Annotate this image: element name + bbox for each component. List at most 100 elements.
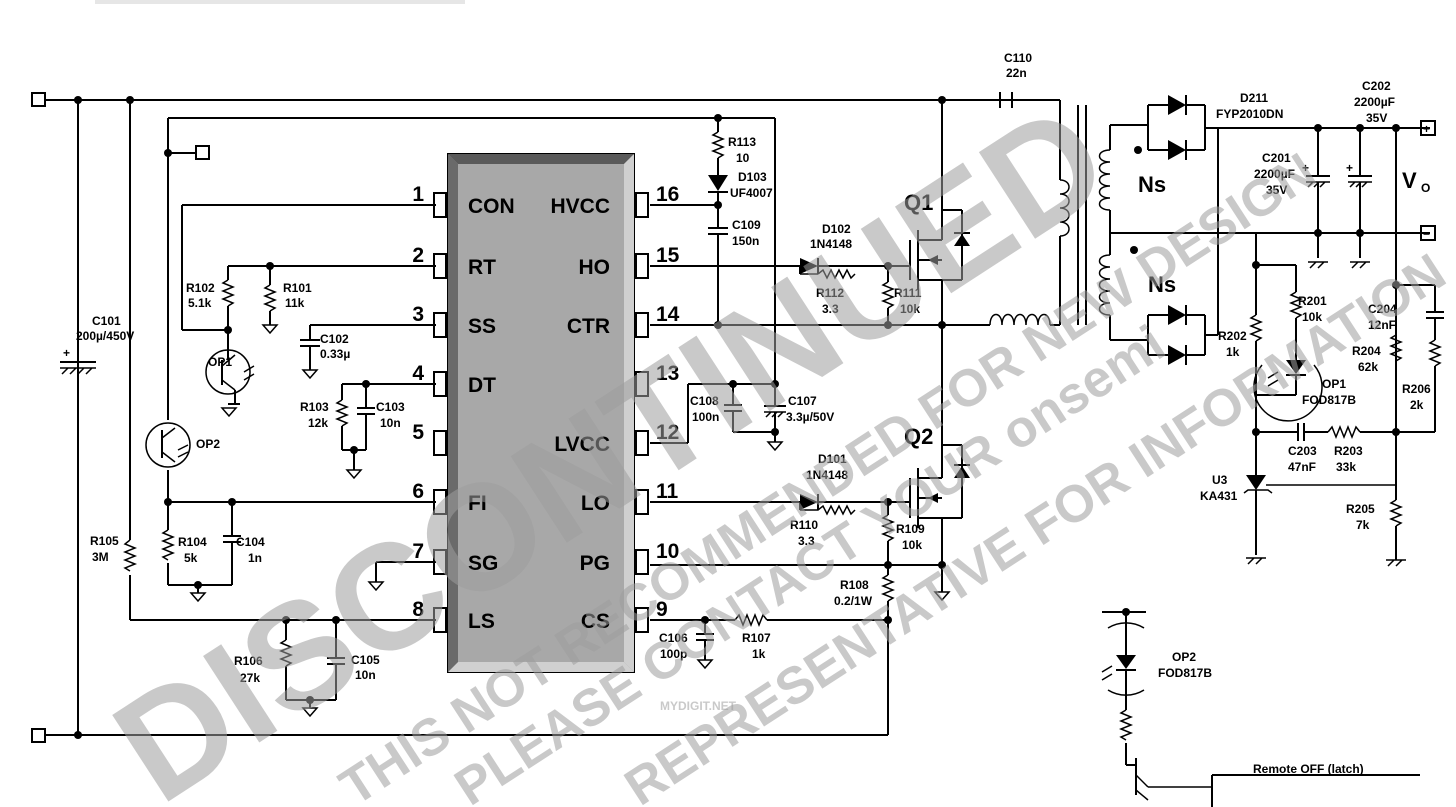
svg-text:5k: 5k <box>184 551 198 565</box>
svg-text:10k: 10k <box>902 538 922 552</box>
pin-name: FI <box>468 492 487 515</box>
svg-text:47nF: 47nF <box>1288 460 1316 474</box>
svg-text:OP1: OP1 <box>208 355 232 369</box>
svg-text:R206: R206 <box>1402 382 1431 396</box>
svg-text:C202: C202 <box>1362 79 1391 93</box>
svg-text:R113: R113 <box>728 135 756 149</box>
svg-text:C105: C105 <box>351 653 380 667</box>
discontinued-watermark: DISCONTINUED THIS NOT RECOMMENDED FOR NE… <box>86 71 1456 807</box>
svg-text:R204: R204 <box>1352 344 1381 358</box>
pin-number: 4 <box>412 362 424 385</box>
pin-number: 2 <box>412 244 424 267</box>
svg-text:MYDIGIT.NET: MYDIGIT.NET <box>660 699 737 713</box>
controller-ic <box>447 153 635 673</box>
pin-name: SG <box>468 552 498 575</box>
pin-name: CS <box>581 610 610 633</box>
svg-text:12nF: 12nF <box>1368 318 1396 332</box>
svg-text:10n: 10n <box>380 416 401 430</box>
svg-text:1k: 1k <box>752 647 766 661</box>
pin-number: 6 <box>412 480 424 503</box>
svg-text:1k: 1k <box>1226 345 1240 359</box>
svg-text:D101: D101 <box>818 452 847 466</box>
svg-text:Q2: Q2 <box>904 424 933 449</box>
svg-text:R109: R109 <box>896 522 925 536</box>
pin-name: HVCC <box>550 195 610 218</box>
svg-text:+: + <box>63 346 70 360</box>
svg-text:R102: R102 <box>186 281 215 295</box>
svg-text:OP2: OP2 <box>196 437 220 451</box>
svg-text:Q1: Q1 <box>904 190 933 215</box>
svg-text:C110: C110 <box>1004 51 1032 65</box>
svg-text:C201: C201 <box>1262 151 1291 165</box>
pin-name: PG <box>580 552 610 575</box>
input-terminal-top <box>31 92 46 107</box>
svg-text:C107: C107 <box>788 394 817 408</box>
svg-text:OP1: OP1 <box>1322 377 1346 391</box>
ic-pin-left-4: 4DT <box>412 362 496 397</box>
pin-name: CTR <box>567 315 610 338</box>
svg-text:R111: R111 <box>894 286 922 300</box>
svg-text:0.33µ: 0.33µ <box>320 347 350 361</box>
svg-text:R103: R103 <box>300 400 329 414</box>
svg-text:100p: 100p <box>660 647 687 661</box>
secondary-network: + + + − <box>1098 95 1444 567</box>
svg-text:FOD817B: FOD817B <box>1302 393 1356 407</box>
svg-text:D103: D103 <box>738 170 767 184</box>
ic-pin-right-9: 9CS <box>581 598 668 633</box>
pin-name: LO <box>581 492 610 515</box>
svg-text:D211: D211 <box>1240 91 1268 105</box>
svg-text:35V: 35V <box>1266 183 1287 197</box>
svg-text:2200µF: 2200µF <box>1354 95 1395 109</box>
svg-text:62k: 62k <box>1358 360 1378 374</box>
svg-text:R205: R205 <box>1346 502 1375 516</box>
svg-text:100n: 100n <box>692 410 719 424</box>
svg-text:−: − <box>1423 227 1430 241</box>
pin-number: 9 <box>656 598 668 621</box>
svg-text:150n: 150n <box>732 234 759 248</box>
pin-number: 16 <box>656 183 679 206</box>
svg-text:V: V <box>1402 168 1417 193</box>
svg-text:R104: R104 <box>178 535 207 549</box>
svg-text:C102: C102 <box>320 332 349 346</box>
svg-text:R107: R107 <box>742 631 771 645</box>
ic-pin-left-5: 5 <box>412 421 447 456</box>
pin-name: RT <box>468 256 496 279</box>
svg-text:7k: 7k <box>1356 518 1370 532</box>
svg-text:O: O <box>1421 181 1430 195</box>
remote-off-circuit: OP2 FOD817B Remote OFF (latch) <box>1101 608 1420 807</box>
svg-text:10k: 10k <box>900 302 920 316</box>
svg-text:10n: 10n <box>355 668 376 682</box>
svg-text:11k: 11k <box>285 296 305 310</box>
svg-text:0.2/1W: 0.2/1W <box>834 594 873 608</box>
input-terminal-bottom <box>31 728 46 743</box>
svg-text:200µ/450V: 200µ/450V <box>76 329 134 343</box>
svg-text:+: + <box>1346 161 1353 175</box>
svg-text:C109: C109 <box>732 218 761 232</box>
svg-text:R105: R105 <box>90 534 119 548</box>
svg-text:2200µF: 2200µF <box>1254 167 1295 181</box>
ic-pin-left-6: 6FI <box>412 480 487 515</box>
svg-text:Ns: Ns <box>1138 172 1166 197</box>
svg-text:C103: C103 <box>376 400 405 414</box>
pin-number: 10 <box>656 540 679 563</box>
svg-text:+: + <box>1302 161 1309 175</box>
svg-text:33k: 33k <box>1336 460 1356 474</box>
svg-text:2k: 2k <box>1410 398 1424 412</box>
ic-pin-left-2: 2RT <box>412 244 496 279</box>
svg-text:OP2: OP2 <box>1172 650 1196 664</box>
svg-text:R110: R110 <box>790 518 818 532</box>
pin-number: 5 <box>412 421 424 444</box>
pin-number: 15 <box>656 244 680 267</box>
pin-number: 3 <box>412 303 424 326</box>
left-labels: R102 5.1k R101 11k C102 0.33µ R103 12k C… <box>178 281 405 685</box>
resistor-r105: R105 3M <box>90 534 138 572</box>
svg-text:10: 10 <box>736 151 750 165</box>
svg-text:3.3µ/50V: 3.3µ/50V <box>786 410 834 424</box>
svg-text:C108: C108 <box>690 394 719 408</box>
